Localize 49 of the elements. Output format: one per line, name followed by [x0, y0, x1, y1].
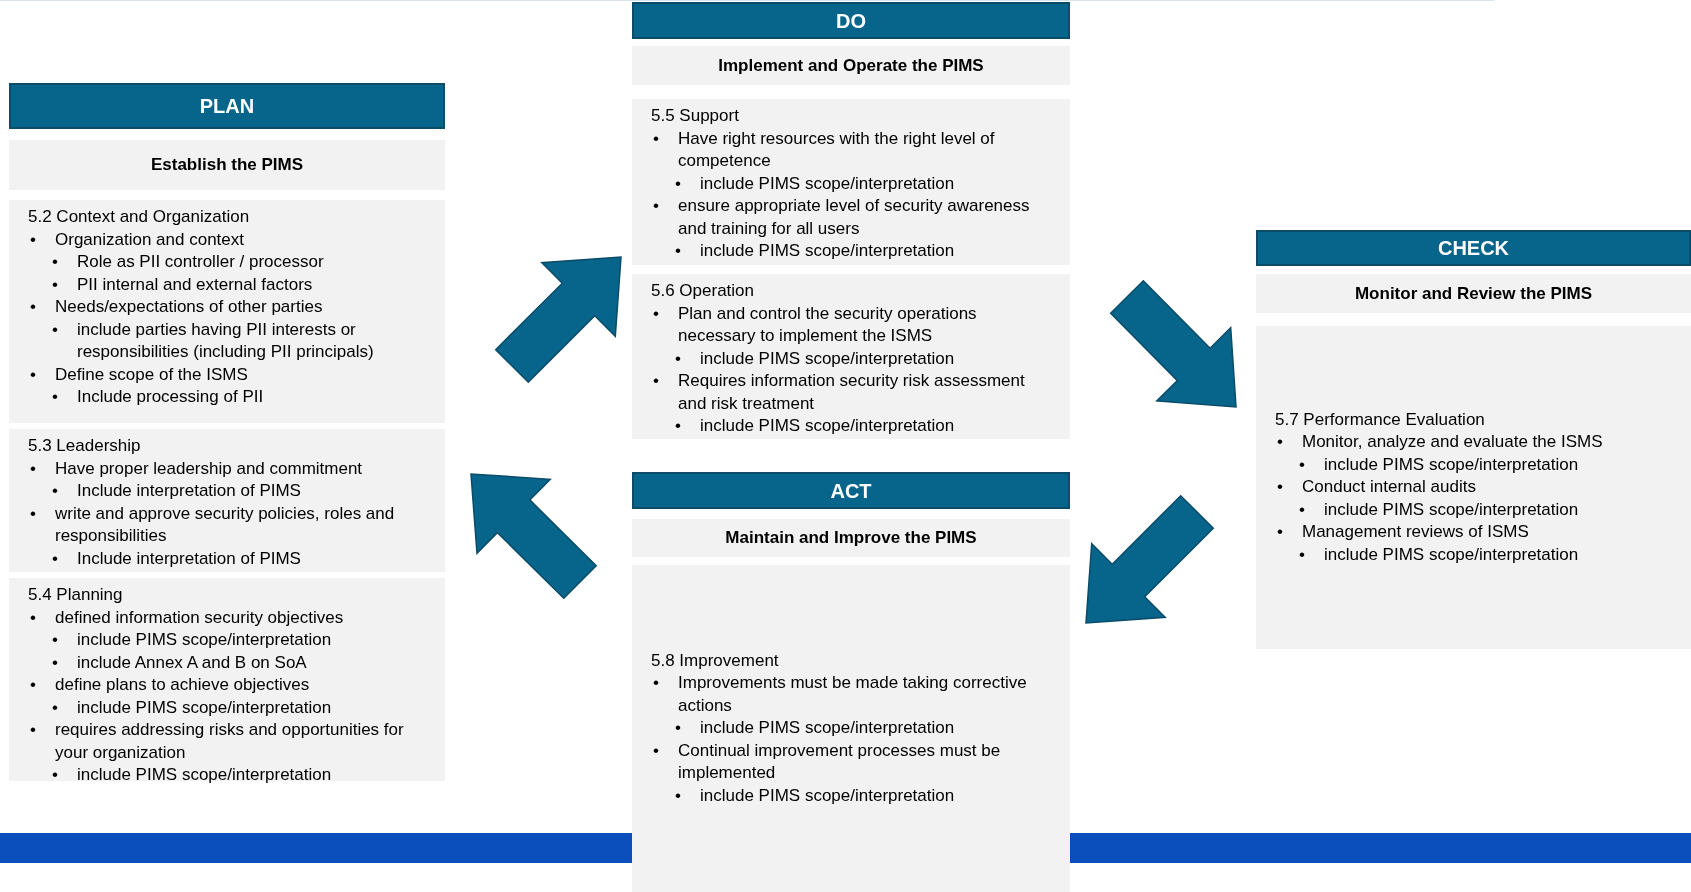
content-box [632, 565, 1070, 892]
bullet-item: • include PIMS scope/interpretation [51, 764, 333, 786]
bullet-item: • Include interpretation of PIMS [51, 547, 302, 570]
section-heading: 5.5 Support [651, 105, 740, 127]
bullet-item: • include PIMS scope/interpretation [674, 415, 956, 437]
bullet-item: • Include processing of PII [51, 386, 265, 408]
bullet-item: • Organization and context [29, 228, 245, 251]
bullet-item: • include PIMS scope/interpretation [674, 172, 956, 195]
bullet-item: • include PIMS scope/interpretation [674, 347, 956, 370]
block-arrow [470, 473, 598, 600]
phase-header: ACT [632, 472, 1070, 509]
phase-header: DO [632, 2, 1070, 39]
phase-subtitle-box: Maintain and Improve the PIMS [632, 519, 1070, 557]
bullet-item: • include Annex A and B on SoA [51, 651, 308, 674]
phase-header: CHECK [1256, 230, 1691, 266]
block-arrow [494, 256, 622, 384]
section-heading: 5.6 Operation [651, 280, 755, 302]
phase-header: PLAN [9, 83, 445, 129]
phase-subtitle-box: Monitor and Review the PIMS [1256, 274, 1691, 313]
section-heading: 5.7 Performance Evaluation [1275, 408, 1486, 431]
bullet-item: • include PIMS scope/interpretation [674, 240, 956, 262]
bullet-item: • include PIMS scope/interpretation [1298, 453, 1580, 476]
bullet-item: • Conduct internal audits [1276, 476, 1477, 499]
bullet-item: • Monitor, analyze and evaluate the ISMS [1276, 431, 1604, 454]
bullet-item: • write and approve security policies, roles and responsibilities [29, 502, 396, 547]
section-heading: 5.2 Context and Organization [28, 206, 251, 228]
bullet-item: • include PIMS scope/interpretation [1298, 543, 1580, 566]
bullet-item: • Needs/expectations of other parties [29, 296, 324, 318]
section-heading: 5.8 Improvement [651, 649, 780, 672]
bullet-item: • Include interpretation of PIMS [51, 480, 302, 502]
bullet-item: • include PIMS scope/interpretation [674, 717, 956, 740]
bullet-item: • include PIMS scope/interpretation [51, 629, 333, 651]
bullet-item: • include PIMS scope/interpretation [51, 696, 333, 719]
bullet-item: • Have proper leadership and commitment [29, 457, 364, 480]
block-arrow [1085, 494, 1215, 624]
bullet-item: • Management reviews of ISMS [1276, 521, 1530, 544]
bullet-item: • include PIMS scope/interpretation [674, 784, 956, 807]
bullet-item: • Role as PII controller / processor [51, 251, 325, 273]
phase-subtitle-box: Establish the PIMS [9, 140, 445, 190]
section-heading: 5.3 Leadership [28, 435, 142, 457]
block-arrow [1109, 279, 1237, 408]
section-heading: 5.4 Planning [28, 584, 124, 606]
bullet-item: • defined information security objectives [29, 606, 345, 629]
bullet-item: • PII internal and external factors [51, 273, 314, 296]
phase-subtitle-box: Implement and Operate the PIMS [632, 46, 1070, 85]
bullet-item: • Define scope of the ISMS [29, 363, 249, 386]
bullet-item: • define plans to achieve objectives [29, 674, 311, 696]
bullet-item: • include parties having PII interests or responsibilities (including PII principals) [51, 318, 375, 363]
bullet-item: • include PIMS scope/interpretation [1298, 498, 1580, 521]
